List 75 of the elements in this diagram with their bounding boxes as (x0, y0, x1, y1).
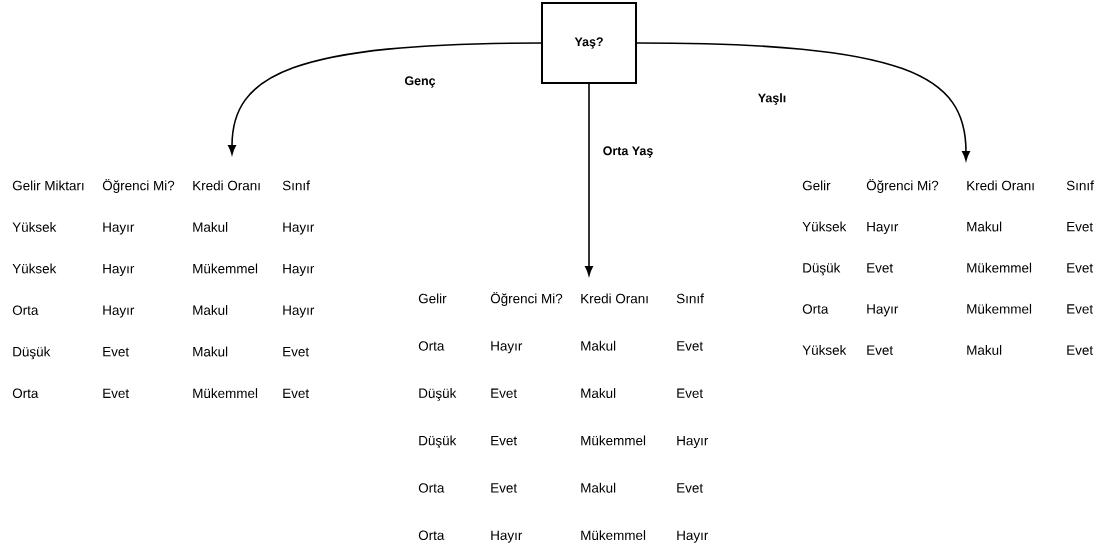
data-value: Hayır (677, 530, 709, 543)
data-value: Orta (418, 341, 445, 351)
data-value: Evet (867, 263, 893, 273)
column-header: Öğrenci Mi? (866, 178, 939, 193)
data-value: Evet (103, 388, 129, 398)
data-value: Yüksek (12, 263, 57, 274)
data-value: Evet (867, 345, 893, 355)
data-value: Hayır (103, 264, 135, 277)
data-value: Hayır (283, 222, 315, 235)
decision-box: Yaş? (541, 2, 637, 84)
data-value: Makul (967, 221, 1002, 232)
data-value: Hayır (677, 435, 709, 448)
data-value: Mükemmel (581, 435, 646, 446)
column-header: Gelir (418, 293, 447, 304)
arrow (585, 83, 593, 276)
data-value: Düşük (419, 435, 457, 449)
data-value: Orta (418, 530, 445, 540)
data-value: Evet (283, 388, 309, 398)
data-value: Hayır (491, 530, 523, 543)
column-header: Öğrenci Mi? (490, 291, 563, 306)
data-value: Mükemmel (967, 303, 1032, 314)
data-value: Hayır (103, 305, 135, 318)
data-value: Mükemmel (581, 530, 646, 540)
data-value: Düşük (419, 388, 457, 401)
data-value: Evet (491, 435, 517, 446)
data-value: Evet (1067, 222, 1093, 232)
data-value: Hayır (867, 222, 899, 235)
data-value: Hayır (283, 264, 315, 277)
column-header: Gelir (802, 180, 831, 191)
arrow (228, 42, 542, 155)
data-value: Mükemmel (193, 388, 258, 398)
data-value: Mükemmel (193, 263, 258, 274)
data-value: Evet (677, 388, 703, 398)
column-header: Sınıf (1066, 180, 1094, 191)
column-header: Sınıf (282, 180, 310, 191)
data-value: Mükemmel (967, 262, 1032, 273)
data-value: Evet (491, 483, 517, 493)
data-value: Orta (12, 305, 39, 315)
data-value: Evet (1067, 345, 1093, 355)
data-value: Hayır (867, 304, 899, 317)
data-value: Orta (418, 483, 445, 493)
column-header: Kredi Oranı (967, 180, 1034, 191)
data-value: Yüksek (12, 222, 57, 232)
data-value: Yüksek (802, 345, 847, 355)
data-value: Evet (103, 347, 129, 357)
data-value: Makul (581, 340, 616, 351)
arrow (636, 42, 970, 161)
data-value: Hayır (491, 341, 523, 354)
data-value: Makul (581, 482, 616, 493)
data-value: Evet (491, 388, 517, 398)
data-value: Evet (1067, 304, 1093, 314)
data-value: Yüksek (802, 221, 847, 232)
column-header: Gelir Miktarı (12, 180, 84, 191)
column-header: Kredi Oranı (193, 180, 260, 191)
data-value: Düşük (803, 262, 841, 276)
column-header: Sınıf (676, 293, 704, 304)
data-value: Hayır (103, 222, 135, 235)
data-value: Evet (1067, 263, 1093, 273)
column-header: Kredi Oranı (581, 293, 648, 304)
data-value: Evet (283, 347, 309, 357)
data-value: Makul (581, 388, 616, 398)
data-value: Düşük (13, 346, 51, 360)
column-header: Öğrenci Mi? (102, 178, 175, 193)
data-value: Orta (802, 304, 829, 314)
edge-label: Genç (404, 76, 436, 88)
edge-label: Orta Yaş (603, 146, 653, 158)
data-value: Makul (193, 222, 228, 232)
data-value: Evet (677, 341, 703, 351)
data-value: Makul (193, 346, 228, 357)
edge-label: Yaşlı (758, 93, 786, 105)
data-value: Makul (967, 345, 1002, 355)
data-value: Hayır (283, 305, 315, 318)
data-value: Orta (12, 388, 39, 398)
data-value: Evet (677, 483, 703, 493)
data-value: Makul (193, 305, 228, 315)
